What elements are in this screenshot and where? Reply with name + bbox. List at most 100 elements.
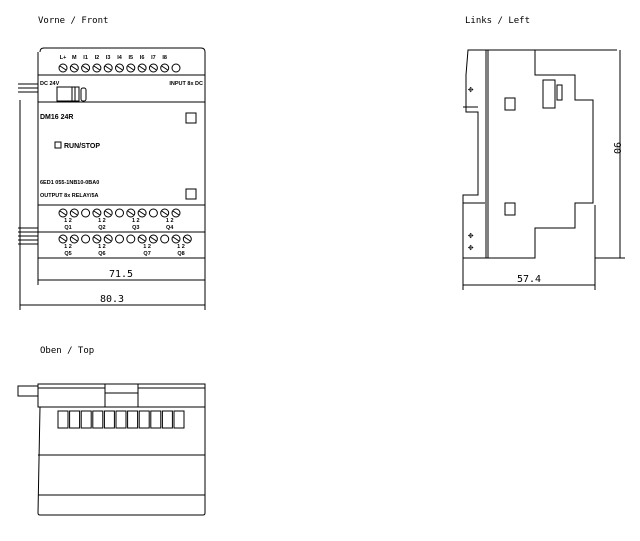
left-view-title: Links / Left: [465, 16, 530, 26]
contact-label: 1 2: [98, 218, 106, 224]
output-terminal-label: Q4: [166, 225, 174, 231]
terminal-empty: [160, 234, 170, 244]
output-terminal-label: Q1: [64, 225, 71, 231]
terminal-screw-icon: [69, 234, 79, 244]
terminal-slot: [57, 410, 69, 429]
expansion-connector: [542, 79, 556, 109]
terminal-slot: [150, 410, 162, 429]
left-connector-icon: [18, 227, 38, 245]
input-terminal-label: M: [72, 55, 77, 61]
part-number: 6ED1 055-1NB10-0BA0: [40, 180, 99, 186]
output-label: OUTPUT 8x RELAY/5A: [40, 193, 99, 199]
screw-icon: ✥: [468, 231, 474, 241]
terminal-screw-icon: [58, 208, 68, 218]
contact-label: 1 2: [177, 244, 185, 250]
terminal-screw-icon: [171, 208, 181, 218]
latch-window: [504, 202, 516, 216]
input-label: INPUT 8x DC: [169, 81, 203, 87]
terminal-screw-icon: [148, 234, 158, 244]
supply-label: DC 24V: [40, 81, 60, 87]
input-terminal-label: I5: [129, 55, 134, 61]
terminal-screw-icon: [69, 208, 79, 218]
terminal-slot: [138, 410, 150, 429]
front-view: L+ M I1 I2 I3 I4 I5 I6 I7 I8 DC 24V INPUT 8x DC D…: [18, 47, 206, 310]
top-view: [17, 383, 206, 516]
contact-label: 1 2: [98, 244, 106, 250]
contact-label: 1 2: [166, 218, 174, 224]
top-view-title: Oben / Top: [40, 346, 94, 356]
terminal-screw-icon: [137, 208, 147, 218]
output-terminal-label: Q8: [177, 251, 184, 257]
terminal-screw-icon: [58, 63, 68, 73]
contact-label: 1 2: [132, 218, 140, 224]
input-terminal-label: I3: [106, 55, 111, 61]
terminal-screw-icon: [103, 234, 113, 244]
terminal-screw-icon: [137, 234, 147, 244]
terminal-empty: [126, 234, 136, 244]
terminal-screw-icon: [126, 63, 136, 73]
terminal-empty: [115, 234, 124, 244]
terminal-screw-icon: [148, 63, 158, 73]
latch-window: [504, 97, 516, 111]
terminal-slot: [80, 410, 92, 429]
terminal-screw-icon: [126, 208, 136, 218]
contact-label: 1 2: [64, 244, 72, 250]
model-label: DM16 24R: [40, 114, 73, 121]
left-view: ✥ ✥ ✥ 57.4 90: [462, 49, 625, 290]
terminal-slot: [127, 410, 139, 429]
led-window: [185, 112, 197, 124]
terminal-screw-icon: [58, 234, 68, 244]
input-terminal-label: I2: [95, 55, 100, 61]
input-terminal-label: L+: [60, 55, 67, 61]
dim-height: 90: [611, 142, 622, 154]
terminal-screw-icon: [103, 208, 113, 218]
terminal-screw-icon: [160, 63, 170, 73]
screw-icon: ✥: [468, 243, 474, 253]
terminal-empty: [115, 208, 124, 218]
terminal-screw-icon: [137, 63, 147, 73]
run-stop-label: RUN/STOP: [64, 143, 100, 150]
terminal-slot: [92, 410, 104, 429]
terminal-screw-icon: [81, 63, 91, 73]
contact-label: 1 2: [143, 244, 151, 250]
terminal-screw-icon: [160, 208, 170, 218]
output-terminal-label: Q6: [98, 251, 105, 257]
dim-depth: 57.4: [517, 274, 541, 285]
terminal-screw-icon: [69, 63, 79, 73]
terminal-screw-icon: [92, 208, 102, 218]
terminal-screw-icon: [115, 63, 124, 73]
output-terminal-label: Q3: [132, 225, 139, 231]
terminal-empty: [148, 208, 158, 218]
terminal-empty: [81, 208, 91, 218]
dim-width-inner: 71.5: [109, 269, 133, 280]
input-terminal-label: I7: [151, 55, 156, 61]
output-terminal-label: Q5: [64, 251, 71, 257]
terminal-empty: [171, 63, 181, 73]
terminal-slot: [69, 410, 81, 429]
input-terminal-label: I8: [162, 55, 167, 61]
terminal-slot: [161, 410, 173, 429]
terminal-slot: [173, 410, 185, 429]
front-view-title: Vorne / Front: [38, 16, 108, 26]
output-terminal-label: Q2: [98, 225, 105, 231]
terminal-screw-icon: [92, 63, 102, 73]
led-window: [185, 188, 197, 200]
output-terminal-label: Q7: [143, 251, 150, 257]
run-stop-indicator: [54, 141, 62, 149]
terminal-screw-icon: [103, 63, 113, 73]
terminal-screw-icon: [171, 234, 181, 244]
screw-icon: ✥: [468, 85, 474, 95]
connector-slot: [56, 86, 80, 102]
input-terminal-label: I1: [83, 55, 88, 61]
input-terminal-label: I6: [140, 55, 145, 61]
terminal-slot: [115, 410, 127, 429]
terminal-screw-icon: [92, 234, 102, 244]
left-connector-icon: [17, 385, 39, 397]
dim-width-outer: 80.3: [100, 294, 124, 305]
terminal-slot: [103, 410, 115, 429]
input-terminal-label: I4: [117, 55, 123, 61]
terminal-screw-icon: [182, 234, 192, 244]
left-connector-icon: [18, 83, 38, 93]
contact-label: 1 2: [64, 218, 72, 224]
